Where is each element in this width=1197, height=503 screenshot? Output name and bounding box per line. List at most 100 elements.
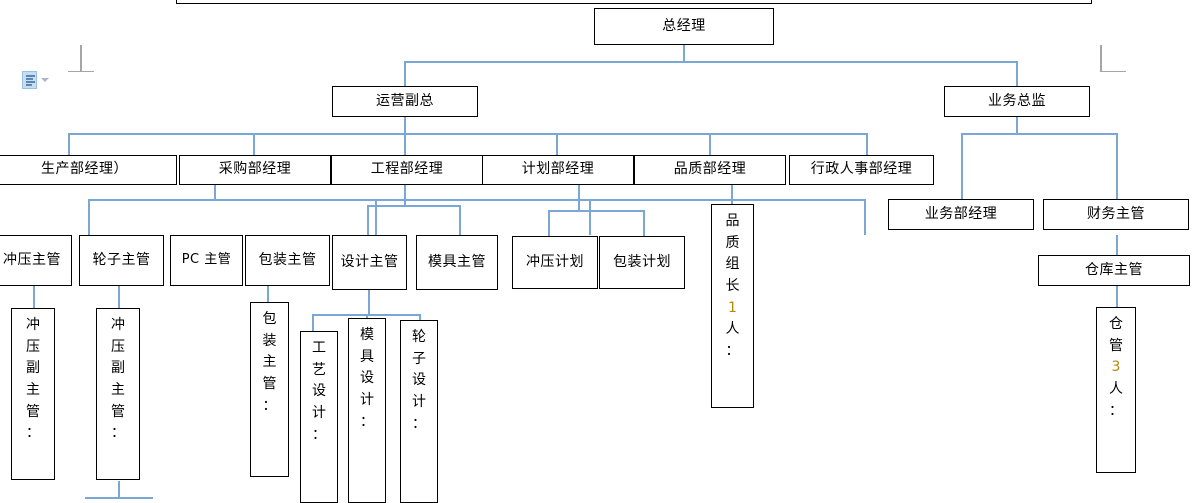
node-supervisor-pc[interactable]: PC 主管	[170, 235, 243, 286]
glyph: ：	[26, 425, 40, 442]
node-packaging-supervisor-vertical[interactable]: 包装主管 ：	[250, 302, 289, 477]
glyph: 质	[725, 234, 740, 251]
glyph: ：	[111, 425, 125, 442]
connector-to-mould-design	[366, 314, 368, 318]
connector-planning-down	[578, 184, 580, 211]
connector-bottom-bus	[85, 497, 153, 499]
glyph: 组	[725, 256, 740, 273]
connector-to-mgr-hr-admin	[866, 133, 868, 155]
connector-packaging-to-vertical	[267, 286, 269, 302]
glyph: 人	[725, 321, 740, 338]
text-boundary-corner-mark-right	[1100, 45, 1126, 72]
connector-to-plan-packaging	[643, 210, 645, 236]
glyph: 副	[26, 360, 40, 377]
node-supervisor-design[interactable]: 设计主管	[332, 235, 407, 290]
glyph: ：	[1109, 402, 1123, 419]
connector-ceo-bus	[404, 61, 1017, 63]
outer-container-box	[176, 0, 1092, 4]
node-mgr-hr-admin[interactable]: 行政人事部经理	[789, 155, 934, 185]
node-wheel-design[interactable]: 轮子设计 ：	[400, 320, 438, 503]
connector-engineering-bus	[367, 205, 460, 207]
connector-to-mgr-planning	[556, 133, 558, 155]
connector-design-down	[368, 290, 370, 315]
connector-stamping-to-deputy-1	[33, 286, 35, 308]
glyph: 模	[360, 327, 374, 343]
glyph: 轮	[412, 329, 426, 345]
connector-wheel-to-deputy-2	[118, 286, 120, 308]
connector-to-supervisor-packaging	[864, 199, 866, 235]
node-stamping-deputy-1[interactable]: 冲压副主管：	[11, 308, 55, 480]
glyph: 冲	[111, 317, 125, 333]
node-supervisor-packaging[interactable]: 包装主管	[245, 235, 330, 286]
connector-to-mgr-production	[68, 133, 70, 155]
glyph: 副	[111, 360, 125, 377]
node-mgr-production[interactable]: 生产部经理）	[0, 155, 177, 185]
connector-to-supervisor-wheel	[375, 199, 377, 235]
glyph: 压	[26, 338, 40, 355]
connector-to-mgr-quality	[709, 133, 711, 155]
connector-to-vp-operations	[404, 61, 406, 87]
node-stamping-deputy-2[interactable]: 冲压副主管 ：	[96, 308, 140, 480]
glyph: 设	[412, 372, 426, 389]
node-supervisor-mould[interactable]: 模具主管	[416, 235, 498, 290]
glyph: 管	[26, 403, 40, 420]
connector-to-supervisor-mould	[459, 205, 461, 235]
node-plan-stamping[interactable]: 冲压计划	[512, 236, 598, 289]
node-mgr-purchasing[interactable]: 采购部经理	[179, 155, 331, 185]
connector-business-director-down	[1016, 116, 1018, 134]
glyph: ：	[262, 397, 277, 414]
glyph: ：	[360, 413, 374, 430]
connector-deputy2-down	[118, 481, 120, 499]
glyph: 压	[111, 338, 125, 355]
glyph: 工	[312, 340, 326, 356]
glyph: 设	[360, 370, 374, 387]
connector-to-plan-stamping	[548, 210, 550, 236]
connector-to-director-business	[1016, 61, 1018, 87]
connector-business-bus	[961, 133, 1117, 135]
node-supervisor-warehouse[interactable]: 仓库主管	[1038, 255, 1190, 286]
glyph: 人	[1109, 381, 1123, 398]
glyph: 管	[111, 403, 125, 420]
glyph: 冲	[26, 317, 40, 333]
node-vp-operations[interactable]: 运营副总	[332, 86, 478, 117]
glyph: 主	[262, 354, 277, 371]
glyph: 主	[111, 382, 125, 399]
node-mgr-business-dept[interactable]: 业务部经理	[888, 199, 1034, 230]
node-director-business[interactable]: 业务总监	[944, 86, 1090, 117]
node-supervisor-finance[interactable]: 财务主管	[1043, 199, 1189, 230]
connector-vp-down	[404, 116, 406, 134]
glyph: 具	[360, 348, 374, 365]
glyph: 管	[262, 376, 277, 393]
glyph: 设	[312, 383, 326, 400]
node-mgr-quality[interactable]: 品质部经理	[634, 155, 786, 185]
connector-production-bus	[88, 199, 865, 201]
connector-to-supervisor-finance	[1116, 133, 1118, 199]
connector-to-mgr-business-dept	[961, 133, 963, 199]
glyph: 子	[412, 350, 426, 367]
node-supervisor-stamping[interactable]: 冲压主管	[0, 235, 72, 286]
glyph: 装	[262, 332, 277, 349]
glyph: 计	[412, 394, 426, 411]
glyph: ：	[412, 415, 426, 432]
glyph: 长	[725, 278, 740, 295]
node-supervisor-wheel[interactable]: 轮子主管	[79, 235, 164, 286]
glyph: 艺	[312, 361, 326, 378]
connector-production-down	[214, 184, 216, 200]
node-process-design[interactable]: 工艺设计：	[300, 331, 338, 503]
glyph: 包	[262, 311, 277, 327]
node-plan-packaging[interactable]: 包装计划	[599, 236, 685, 289]
node-mgr-planning[interactable]: 计划部经理	[482, 155, 634, 185]
chevron-down-icon[interactable]	[41, 78, 49, 82]
node-ceo[interactable]: 总经理	[594, 8, 774, 45]
node-mould-design[interactable]: 模具设计：	[348, 318, 386, 503]
node-mgr-engineering[interactable]: 工程部经理	[331, 155, 483, 185]
glyph: ：	[725, 343, 740, 360]
connector-to-mgr-engineering	[404, 133, 406, 155]
connector-to-mgr-purchasing	[253, 133, 255, 155]
connector-dept-bus	[68, 133, 866, 135]
text-boundary-corner-mark-left	[68, 45, 94, 72]
paste-options-icon[interactable]	[22, 71, 37, 89]
